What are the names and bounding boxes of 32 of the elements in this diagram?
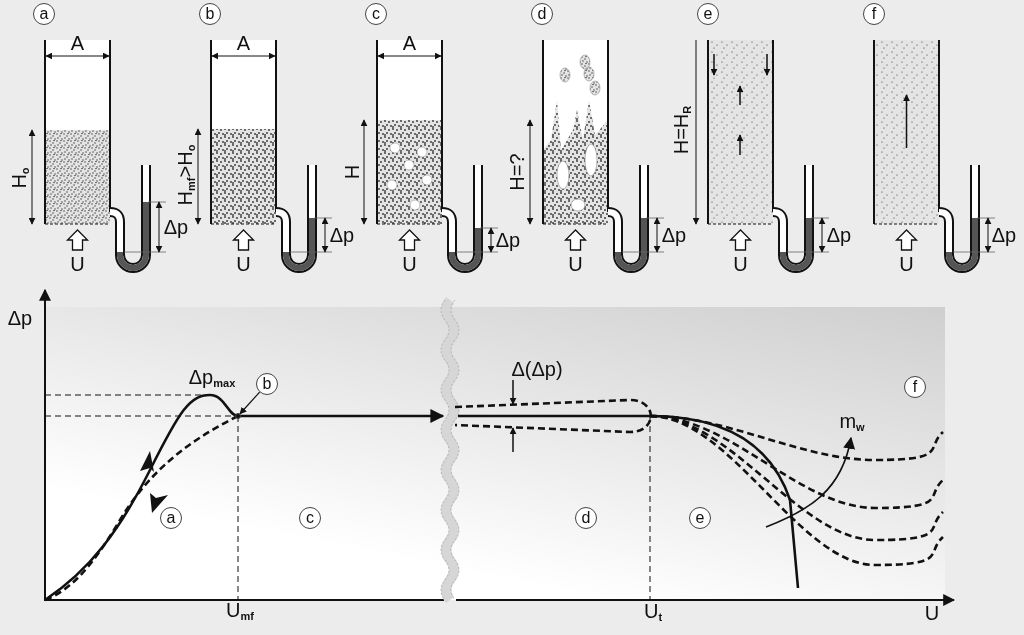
velocity-label: U (236, 254, 251, 274)
axis-label: U (924, 603, 940, 623)
circled-letter: c (365, 3, 387, 25)
leader-line (239, 391, 261, 415)
velocity-label: U (899, 254, 914, 274)
width-label: A (70, 33, 85, 53)
pressure-drop-label: Δp (163, 217, 189, 237)
circled-letter: b (199, 3, 221, 25)
circled-letter: a (33, 3, 55, 25)
curve-label: Δp$_{max}$ (188, 367, 236, 389)
circled-letter: f (863, 3, 885, 25)
pressure-drop-label: Δp (495, 230, 521, 250)
velocity-label: U (733, 254, 748, 274)
height-label: H (342, 164, 362, 180)
curve-label: m$_{w}$ (839, 411, 865, 433)
velocity-label: U (568, 254, 583, 274)
pressure-drop-label: Δp (329, 225, 355, 245)
curve-label: Δ(Δp) (511, 359, 563, 379)
width-label: A (402, 33, 417, 53)
circled-letter: e (697, 3, 719, 25)
axis-tick-label: U$_{t}$ (643, 601, 663, 623)
height-label: H=? (507, 153, 527, 191)
curve-point (235, 413, 241, 419)
axis-tick-label: U$_{mf}$ (226, 600, 254, 622)
circled-letter: d (531, 3, 553, 25)
velocity-label: U (402, 254, 417, 274)
pressure-drop-label: Δp (991, 225, 1017, 245)
width-label: A (236, 33, 251, 53)
velocity-label: U (70, 254, 85, 274)
pressure-drop-label: Δp (826, 225, 852, 245)
axis-label: Δp (7, 308, 33, 328)
pressure-drop-label: Δp (661, 225, 687, 245)
